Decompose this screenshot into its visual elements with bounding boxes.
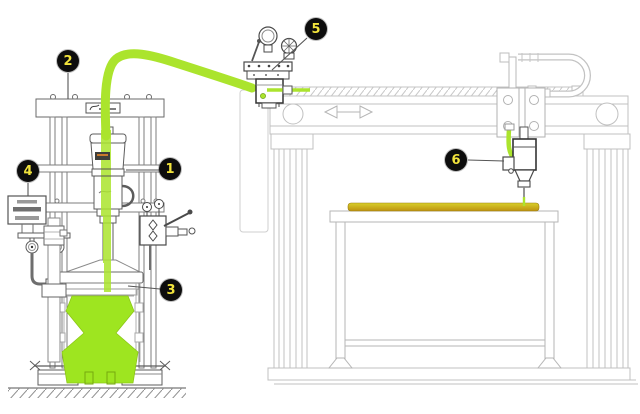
valve-stand-panel [239, 89, 269, 233]
table-leg-right [544, 221, 555, 363]
material-path [61, 49, 257, 385]
drum-material [61, 295, 139, 384]
motion-arrows-icon [323, 105, 374, 119]
callout-5-regulator: 5 [305, 18, 327, 40]
table-foot-right [536, 357, 563, 369]
solenoid-icon [280, 37, 298, 60]
callout-1-pump: 1 [159, 158, 181, 180]
table-top [329, 210, 559, 223]
ram-cylinder [41, 217, 68, 363]
ground-hatch [8, 388, 186, 398]
beam-left-pulley [282, 103, 304, 125]
valve6-body [512, 138, 537, 171]
dispensing-valve [502, 123, 537, 206]
valve-body [255, 78, 310, 109]
table-foot-left [327, 357, 354, 369]
material-column-upper [101, 130, 111, 216]
beam-right-pulley [595, 102, 619, 126]
gantry-right-column [583, 133, 631, 368]
pressure-regulator-valve [243, 26, 310, 109]
callout-6-dispense-valve: 6 [445, 149, 467, 171]
gantry-left-column [270, 133, 314, 368]
dispensed-bead [347, 202, 540, 212]
callout-4-controller: 4 [17, 160, 39, 182]
air-pipe [30, 253, 46, 286]
gantry-beam [269, 95, 629, 135]
air-control-valve [139, 199, 196, 270]
valve-lever [251, 41, 260, 62]
cable-carrier [499, 52, 591, 98]
gantry-base [267, 367, 638, 385]
press-crossbar [35, 94, 165, 118]
controller-box [7, 195, 47, 225]
callout-leaders [27, 37, 505, 290]
table-leg-left [335, 221, 346, 363]
drum-press-station [7, 94, 196, 398]
valve-flange [243, 61, 293, 80]
drum-rim [56, 271, 144, 284]
material-hose [100, 49, 257, 141]
gantry-robot [239, 52, 638, 385]
callout-2-press-frame: 2 [57, 50, 79, 72]
pump-handle [121, 184, 135, 208]
pressure-gauge-icon [258, 26, 278, 53]
work-table [327, 210, 563, 369]
table-shelf [344, 339, 546, 347]
callout-3-follower-plate: 3 [160, 279, 182, 301]
follower-plate [60, 282, 140, 297]
